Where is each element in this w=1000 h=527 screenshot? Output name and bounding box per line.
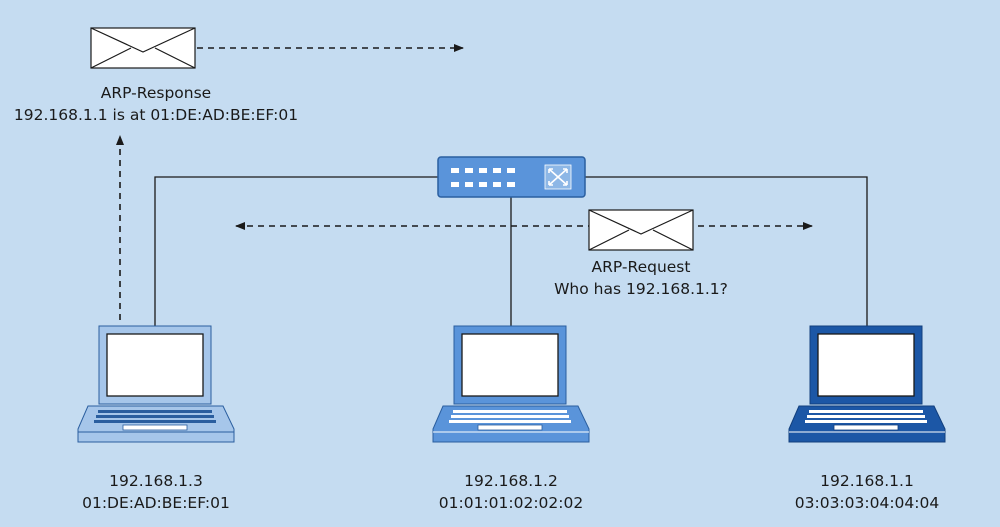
host-mac: 01:DE:AD:BE:EF:01 [82, 494, 230, 512]
host-label: 192.168.1.3 01:DE:AD:BE:EF:01 [56, 470, 256, 514]
arp-request-message: Who has 192.168.1.1? [554, 280, 728, 298]
arp-request-title: ARP-Request [591, 258, 691, 276]
network-switch-icon [437, 156, 586, 198]
arp-response-label: ARP-Response 192.168.1.1 is at 01:DE:AD:… [0, 82, 312, 126]
host-label: 192.168.1.1 03:03:03:04:04:04 [767, 470, 967, 514]
cable-left [154, 176, 438, 326]
network-cables [154, 176, 868, 326]
laptop-icon [788, 325, 946, 443]
cable-right [585, 176, 868, 326]
host-ip: 192.168.1.3 [109, 472, 203, 490]
laptop-icon [77, 325, 235, 443]
laptop-icon [432, 325, 590, 443]
arp-response-title: ARP-Response [100, 84, 212, 102]
arp-response-message: 192.168.1.1 is at 01:DE:AD:BE:EF:01 [13, 106, 299, 124]
host-mac: 03:03:03:04:04:04 [794, 494, 940, 512]
host-ip: 192.168.1.1 [820, 472, 914, 490]
host-ip: 192.168.1.2 [464, 472, 558, 490]
host-label: 192.168.1.2 01:01:01:02:02:02 [411, 470, 611, 514]
envelope-icon [90, 27, 196, 69]
arp-request-label: ARP-Request Who has 192.168.1.1? [520, 256, 762, 300]
host-mac: 01:01:01:02:02:02 [438, 494, 584, 512]
envelope-icon [588, 209, 694, 251]
